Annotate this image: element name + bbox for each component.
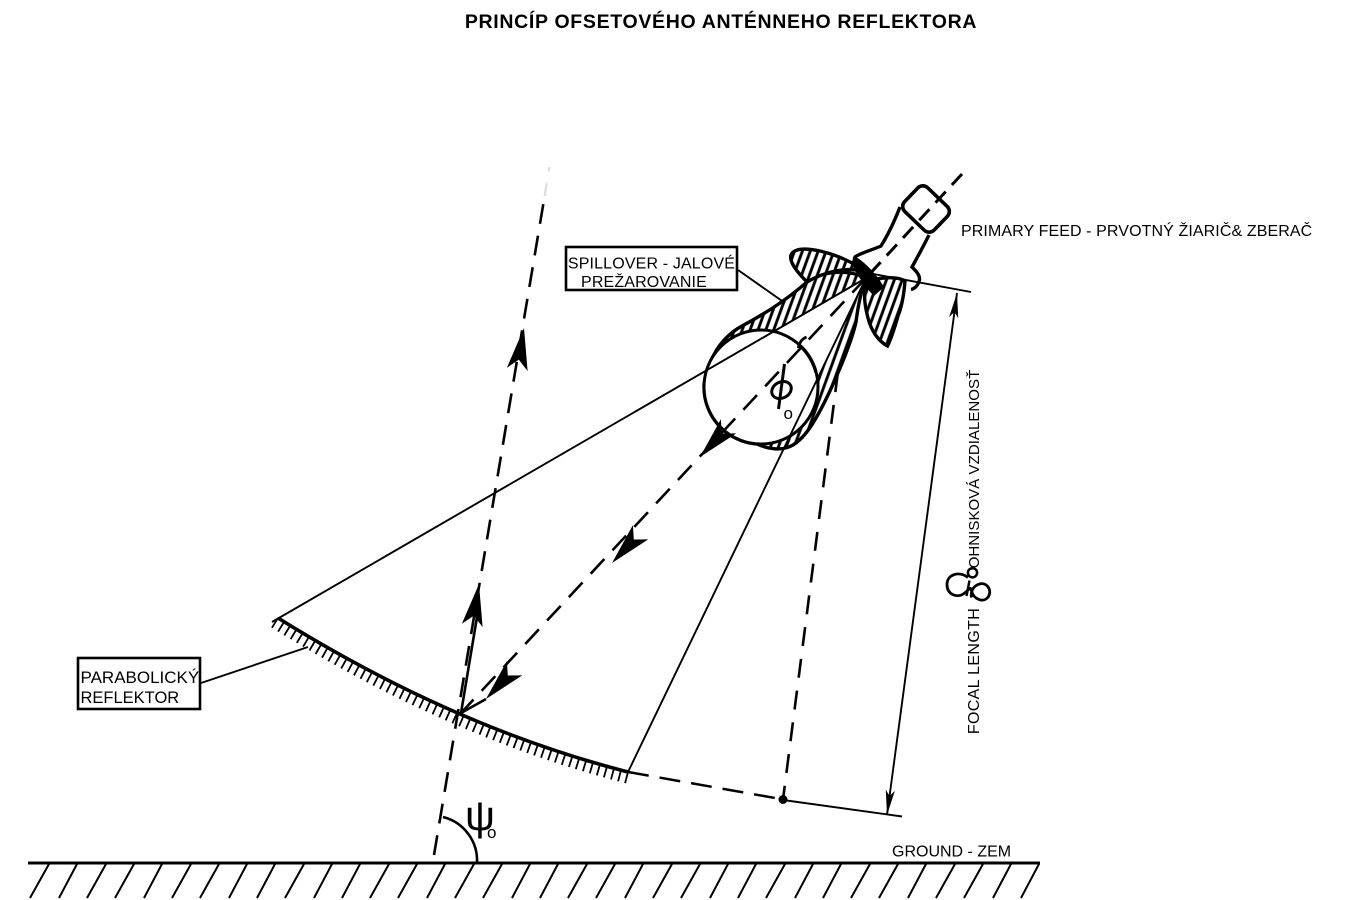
svg-text:GROUND - ZEM: GROUND - ZEM <box>892 844 1011 861</box>
svg-text:o: o <box>487 823 496 842</box>
svg-text:PARABOLICKÝ: PARABOLICKÝ <box>81 668 200 687</box>
svg-text:PREŽAROVANIE: PREŽAROVANIE <box>581 272 707 291</box>
svg-text:PRIMARY FEED - PRVOTNÝ ŽIARIČ&: PRIMARY FEED - PRVOTNÝ ŽIARIČ& ZBERAČ <box>961 221 1312 240</box>
svg-text:OHNISKOVÁ VZDIALENOSŤ: OHNISKOVÁ VZDIALENOSŤ <box>966 370 983 569</box>
svg-text:ψ: ψ <box>465 792 495 839</box>
svg-text:REFLEKTOR: REFLEKTOR <box>81 689 180 707</box>
svg-text:FOCAL LENGTH: FOCAL LENGTH <box>966 608 983 734</box>
svg-text:PRINCÍP OFSETOVÉHO ANTÉNNEHO R: PRINCÍP OFSETOVÉHO ANTÉNNEHO REFLEKTORA <box>465 10 977 33</box>
svg-text:SPILLOVER - JALOVÉ: SPILLOVER - JALOVÉ <box>568 254 735 273</box>
svg-text:o: o <box>784 404 793 423</box>
